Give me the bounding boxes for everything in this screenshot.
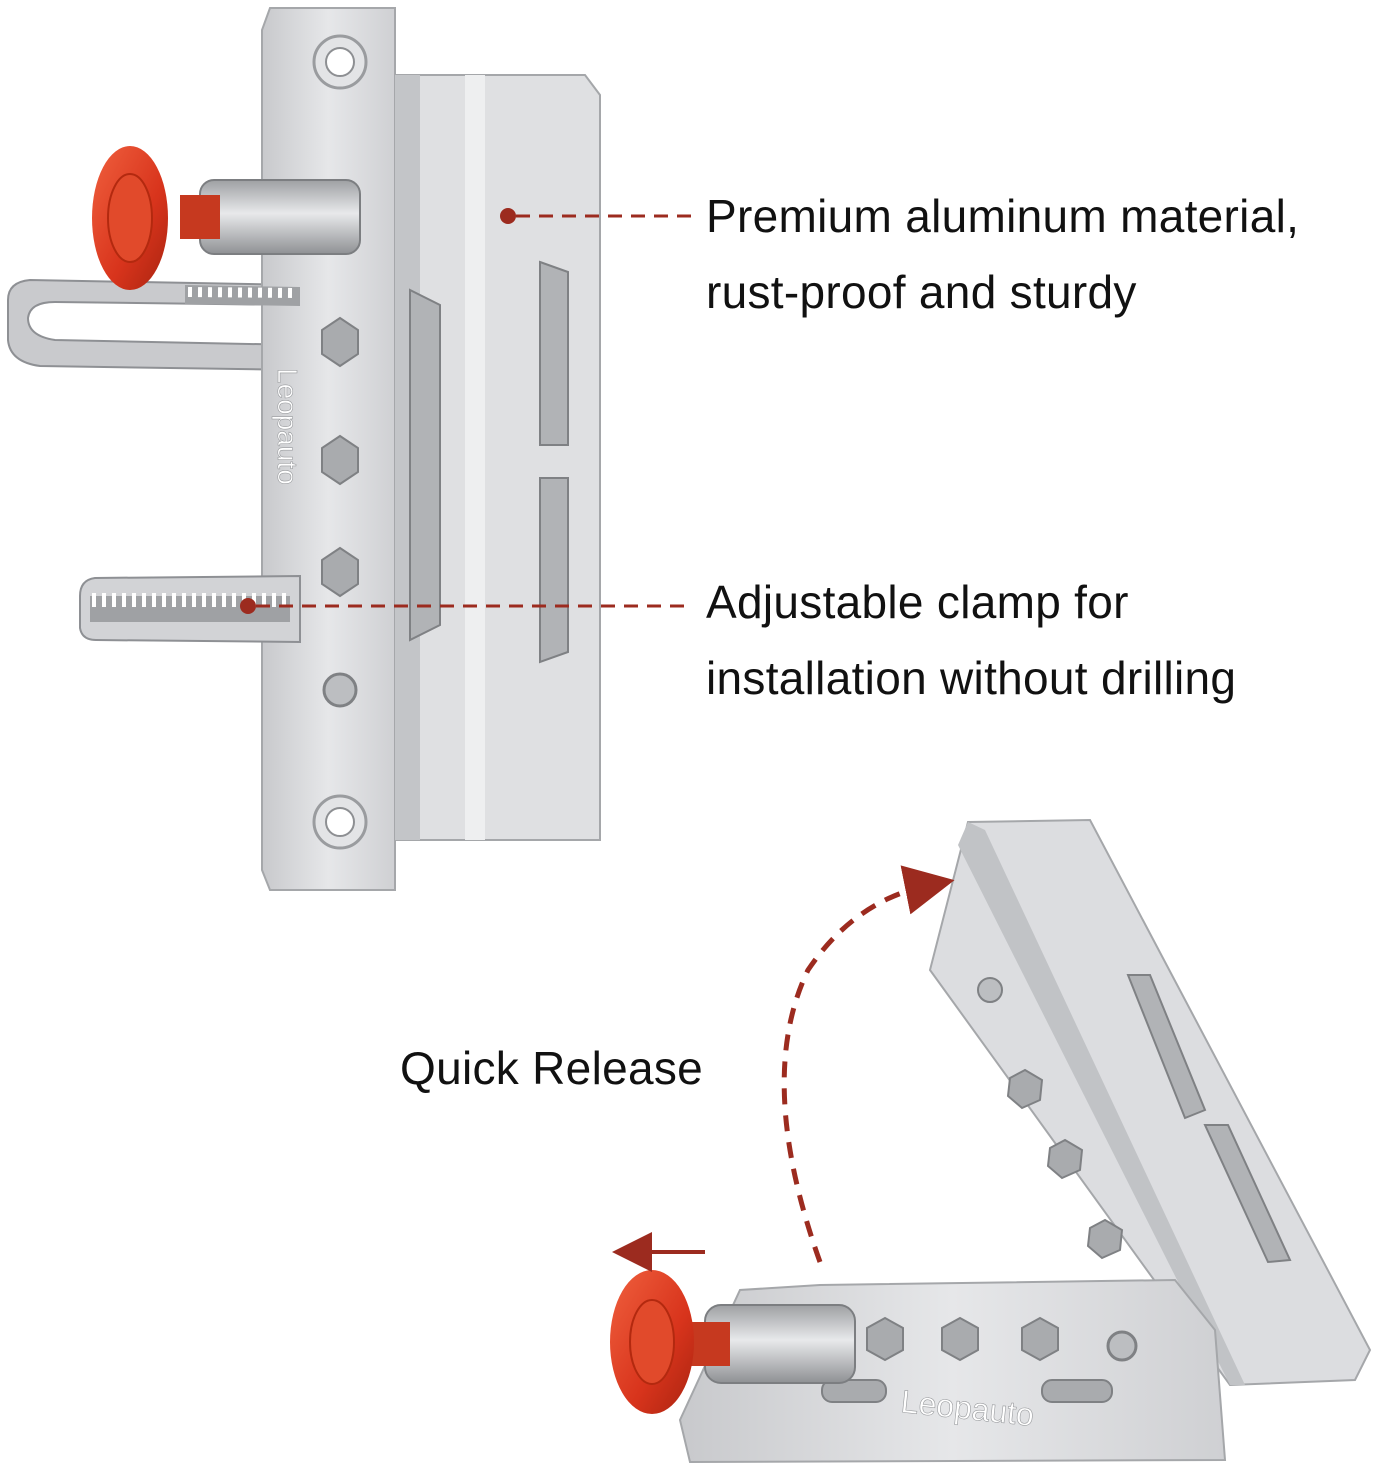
clamp-caption-line2: installation without drilling bbox=[706, 652, 1237, 704]
plate-hex-holes bbox=[321, 316, 359, 598]
callout-clamp bbox=[240, 598, 692, 614]
quick-release-pin bbox=[92, 146, 361, 290]
material-caption-line1: Premium aluminum material, bbox=[706, 190, 1300, 242]
upright-bracket: Leopauto bbox=[7, 7, 601, 891]
clamp-caption: Adjustable clamp for installation withou… bbox=[706, 564, 1236, 716]
brand-logo: Leopauto bbox=[272, 368, 303, 485]
flat-hex-holes bbox=[866, 1316, 1059, 1362]
arm-slots bbox=[409, 260, 569, 664]
tilted-arm-slots bbox=[1126, 974, 1292, 1264]
material-caption-line2: rust-proof and sturdy bbox=[706, 266, 1137, 318]
clamp-caption-line1: Adjustable clamp for bbox=[706, 576, 1129, 628]
rotate-direction-arrow bbox=[781, 865, 955, 1263]
bottom-quick-release-pin bbox=[610, 1270, 856, 1414]
material-caption: Premium aluminum material, rust-proof an… bbox=[706, 178, 1299, 330]
quick-release-label: Quick Release bbox=[400, 1042, 704, 1094]
callout-material bbox=[500, 208, 692, 224]
plate-bolt bbox=[322, 672, 358, 708]
tilted-hex-holes bbox=[1006, 1068, 1124, 1260]
folded-bracket: Leopauto bbox=[610, 818, 1372, 1464]
quick-release-caption: Quick Release bbox=[400, 1030, 703, 1106]
lower-hose-clamp bbox=[79, 574, 301, 644]
